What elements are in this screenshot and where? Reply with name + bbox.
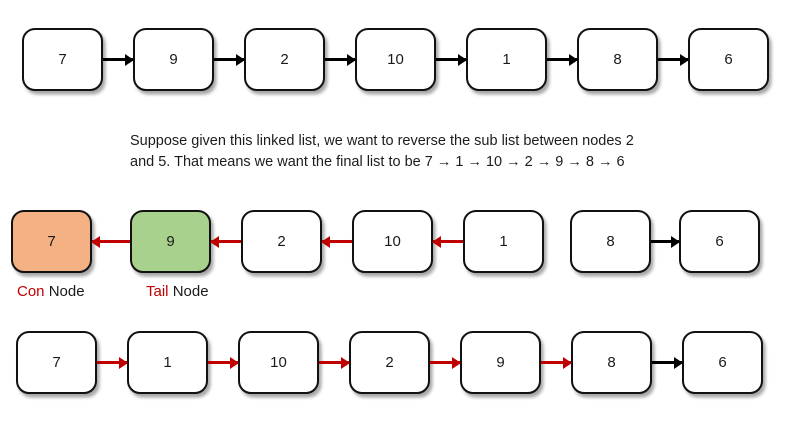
arrow-right-icon bbox=[541, 331, 572, 394]
reversal-step-list: 7 9 2 10 1 8 6 bbox=[11, 210, 760, 273]
list-node: 1 bbox=[466, 28, 547, 91]
arrow-right-icon bbox=[547, 28, 578, 91]
arrow-left-icon bbox=[432, 210, 463, 273]
arrow-right-icon bbox=[319, 331, 350, 394]
list-node: 2 bbox=[241, 210, 322, 273]
list-node: 8 bbox=[577, 28, 658, 91]
list-node: 10 bbox=[352, 210, 433, 273]
arrow-right-icon bbox=[658, 28, 689, 91]
con-node-label-highlight: Con bbox=[17, 283, 45, 300]
list-node: 6 bbox=[679, 210, 760, 273]
list-node: 6 bbox=[682, 331, 763, 394]
arrow-right-icon bbox=[208, 331, 239, 394]
con-node: 7 bbox=[11, 210, 92, 273]
con-node-label-rest: Node bbox=[48, 283, 85, 300]
arrow-right-icon bbox=[651, 210, 680, 273]
arrow-left-icon bbox=[210, 210, 241, 273]
list-node: 6 bbox=[688, 28, 769, 91]
tail-node-label-highlight: Tail bbox=[146, 283, 169, 300]
tail-node: 9 bbox=[130, 210, 211, 273]
list-node: 10 bbox=[238, 331, 319, 394]
list-node: 2 bbox=[244, 28, 325, 91]
list-node: 8 bbox=[571, 331, 652, 394]
link-gap bbox=[544, 210, 570, 273]
con-node-label: Con Node bbox=[17, 283, 85, 300]
arrow-right-icon bbox=[436, 28, 467, 91]
final-list: 7 1 10 2 9 8 6 bbox=[16, 331, 763, 394]
arrow-right-icon bbox=[214, 28, 245, 91]
arrow-right-icon bbox=[103, 28, 134, 91]
list-node: 9 bbox=[460, 331, 541, 394]
arrow-right-icon bbox=[652, 331, 683, 394]
arrow-right-icon bbox=[325, 28, 356, 91]
arrow-left-icon bbox=[321, 210, 352, 273]
list-node: 9 bbox=[133, 28, 214, 91]
description-text: Suppose given this linked list, we want … bbox=[130, 131, 634, 173]
list-node: 10 bbox=[355, 28, 436, 91]
description-line-2: and 5. That means we want the final list… bbox=[130, 154, 625, 170]
list-node: 1 bbox=[463, 210, 544, 273]
arrow-right-icon bbox=[430, 331, 461, 394]
arrow-right-icon bbox=[97, 331, 128, 394]
list-node: 7 bbox=[22, 28, 103, 91]
list-node: 2 bbox=[349, 331, 430, 394]
tail-node-label: Tail Node bbox=[146, 283, 209, 300]
list-node: 1 bbox=[127, 331, 208, 394]
arrow-left-icon bbox=[91, 210, 130, 273]
original-list: 7 9 2 10 1 8 6 bbox=[22, 28, 769, 91]
description-line-1: Suppose given this linked list, we want … bbox=[130, 133, 634, 149]
list-node: 7 bbox=[16, 331, 97, 394]
tail-node-label-rest: Node bbox=[172, 283, 209, 300]
list-node: 8 bbox=[570, 210, 651, 273]
